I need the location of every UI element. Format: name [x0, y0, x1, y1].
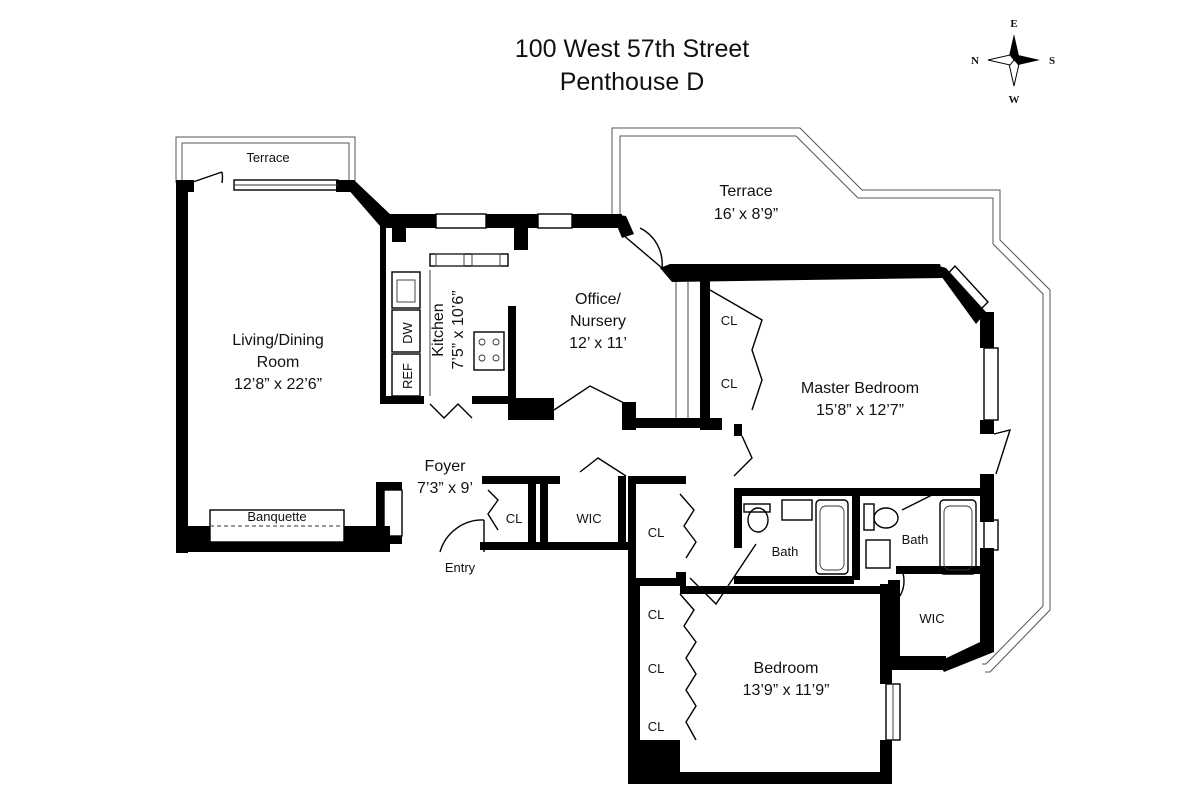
closet-label-bedroom-3: CL — [648, 719, 665, 734]
entry-label: Entry — [445, 560, 476, 575]
foyer-console — [383, 489, 403, 537]
banquette-label: Banquette — [247, 509, 306, 524]
bath-1-label: Bath — [772, 544, 799, 559]
compass-rose: E W N S — [971, 18, 1055, 106]
large-terrace-dims: 16’ x 8’9” — [714, 206, 778, 223]
closet-label-master-lower: CL — [721, 376, 738, 391]
closet-label-bedroom-2: CL — [648, 661, 665, 676]
office-label-line2: Nursery — [570, 313, 626, 330]
kitchen-label: Kitchen — [430, 303, 447, 356]
bedroom-dims: 13’9” x 11’9” — [743, 682, 830, 699]
bath-2-label: Bath — [902, 532, 929, 547]
kitchen-dims: 7’5” x 10’6” — [450, 290, 467, 369]
dishwasher-label: DW — [400, 321, 415, 343]
living-room-label-line2: Room — [257, 354, 300, 371]
compass-west-label: W — [1009, 94, 1020, 106]
foyer-dims: 7’3” x 9’ — [417, 480, 473, 497]
closet-label-hall: CL — [648, 525, 665, 540]
compass-north-label: N — [971, 55, 979, 67]
master-bedroom-dims: 15’8” x 12’7” — [816, 402, 904, 419]
plan-title-address: 100 West 57th Street — [515, 35, 749, 63]
compass-east-label: E — [1010, 18, 1017, 30]
office-dims: 12’ x 11’ — [569, 335, 627, 352]
banquette-bench — [209, 509, 345, 543]
office-partition — [675, 282, 689, 418]
small-terrace-railing — [175, 136, 356, 183]
kitchen-fixtures — [391, 253, 509, 397]
plan-title-unit: Penthouse D — [560, 68, 705, 96]
windows — [233, 179, 999, 741]
master-bedroom-label: Master Bedroom — [801, 380, 919, 397]
closet-label-master-upper: CL — [721, 313, 738, 328]
closet-label-bedroom-1: CL — [648, 607, 665, 622]
exterior-walls — [176, 180, 994, 784]
refrigerator-label: REF — [400, 363, 415, 389]
bathroom-fixtures — [743, 499, 977, 575]
large-terrace-label: Terrace — [719, 183, 772, 200]
living-room-dims: 12’8” x 22’6” — [234, 376, 322, 393]
bedroom-label: Bedroom — [754, 660, 819, 677]
small-terrace-label: Terrace — [246, 150, 289, 165]
compass-south-label: S — [1049, 55, 1055, 67]
office-label-line1: Office/ — [575, 291, 622, 308]
foyer-label: Foyer — [425, 458, 467, 475]
living-room-label-line1: Living/Dining — [232, 332, 324, 349]
interior-walls — [376, 228, 984, 594]
large-terrace-railing — [611, 127, 1051, 673]
doors — [189, 171, 1012, 741]
walk-in-closet-label-foyer: WIC — [576, 511, 601, 526]
walk-in-closet-label-master: WIC — [919, 611, 944, 626]
closet-label-foyer: CL — [506, 511, 523, 526]
